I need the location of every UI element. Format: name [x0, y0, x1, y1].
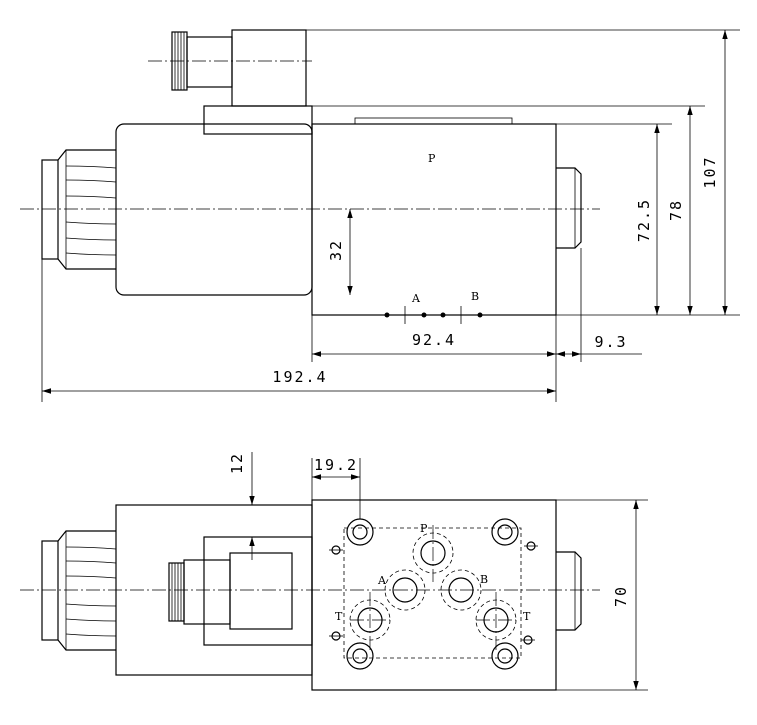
side-view: P A B 107: [20, 29, 740, 402]
end-plug: [556, 167, 582, 249]
side-port-a-label: A: [411, 292, 421, 305]
solenoid-coil: [115, 123, 313, 296]
svg-text:107: 107: [701, 155, 719, 188]
dim-72-5: 72.5: [635, 124, 660, 315]
svg-text:192.4: 192.4: [272, 368, 327, 386]
bottom-port-t-right-label: T: [523, 610, 531, 623]
dim-70: 70: [612, 500, 639, 690]
svg-text:70: 70: [612, 585, 630, 607]
side-port-p-label: P: [428, 152, 436, 165]
svg-text:72.5: 72.5: [635, 198, 653, 242]
dim-78: 78: [667, 106, 693, 315]
connector-base: [203, 105, 313, 135]
bottom-end-plug: [556, 551, 582, 631]
bottom-manual-override-knob: [41, 530, 117, 651]
bottom-port-b-label: B: [480, 573, 488, 586]
dim-107: 107: [701, 30, 728, 315]
bottom-extension-lines: [236, 458, 648, 691]
locating-pin-holes: [329, 541, 538, 645]
valve-body: [311, 117, 557, 316]
svg-text:92.4: 92.4: [412, 331, 456, 349]
manual-override-knob: [41, 149, 117, 270]
dim-9-3: 9.3: [556, 333, 642, 357]
svg-text:19.2: 19.2: [314, 456, 358, 474]
dim-19-2: 19.2: [312, 456, 360, 480]
side-port-markers: [384, 306, 483, 324]
svg-text:9.3: 9.3: [594, 333, 627, 351]
mounting-face-outline: [343, 527, 522, 659]
bottom-valve-body: [311, 499, 557, 691]
bottom-connector: [168, 536, 313, 646]
bottom-view: P A B T T 12 19.2 70: [20, 452, 648, 691]
mounting-bolt-holes: [346, 518, 519, 670]
svg-text:32: 32: [327, 239, 345, 261]
side-port-b-label: B: [471, 290, 479, 303]
dim-192-4: 192.4: [42, 368, 556, 394]
dim-32: 32: [327, 209, 353, 295]
dim-12: 12: [228, 452, 255, 560]
dim-92-4: 92.4: [312, 331, 556, 357]
connector-plug: [148, 29, 312, 107]
bottom-center-lines: [20, 525, 600, 650]
svg-text:78: 78: [667, 199, 685, 221]
svg-text:12: 12: [228, 452, 246, 474]
side-extension-lines: [41, 29, 740, 402]
bottom-port-a-label: A: [377, 574, 387, 587]
bottom-port-t-left-label: T: [335, 610, 343, 623]
bottom-port-p-label: P: [420, 522, 428, 535]
